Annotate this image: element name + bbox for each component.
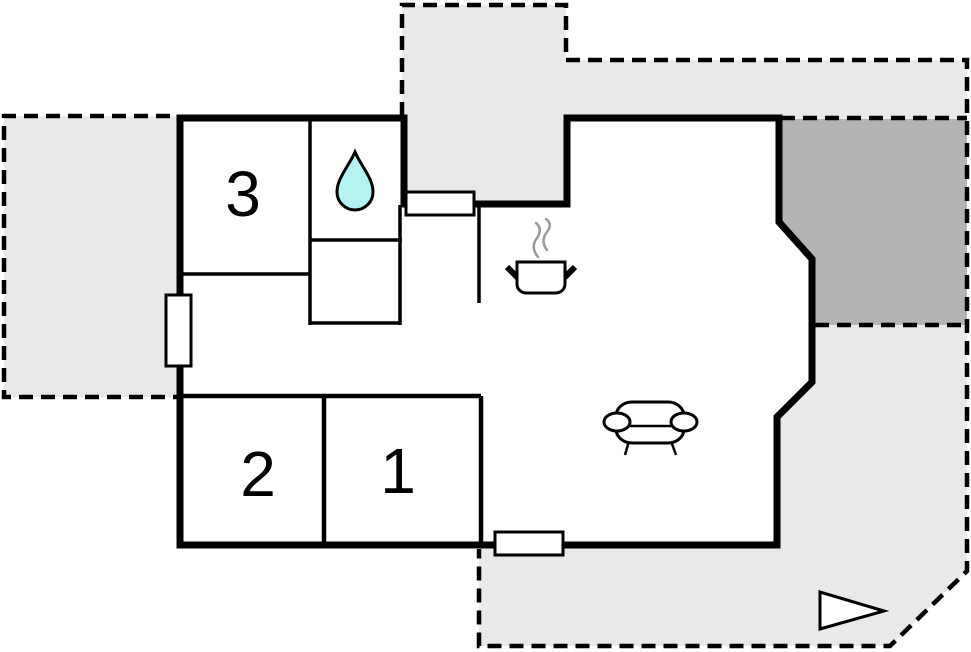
- bedroom-walls: [180, 393, 484, 546]
- steam-line: [532, 221, 541, 259]
- steam-line: [542, 217, 551, 252]
- water-drop-icon: [335, 148, 375, 212]
- entrance-door: [404, 190, 476, 217]
- left-terrace-border: [1, 113, 178, 400]
- direction-triangle-icon: [818, 589, 890, 631]
- pot-body: [515, 260, 567, 295]
- terrace-areas: [4, 5, 967, 646]
- room-1-label: 1: [380, 435, 416, 507]
- bathroom-walls: [180, 116, 481, 325]
- room-2-label: 2: [240, 438, 276, 510]
- interior-walls: [180, 116, 484, 546]
- top-right-terrace-border: [399, 2, 970, 649]
- room-3-label: 3: [225, 158, 261, 230]
- sofa-armrest-left: [602, 411, 632, 433]
- cooking-pot-icon: [504, 217, 578, 295]
- right-patio-dark: [779, 119, 967, 325]
- terrace-door: [493, 530, 565, 557]
- openings: [164, 190, 565, 557]
- left-window: [164, 293, 193, 368]
- left-terrace: [4, 116, 178, 397]
- entrance-terrace: [402, 5, 967, 205]
- bottom-terrace: [479, 325, 967, 646]
- room-labels: 3 2 1: [225, 158, 416, 510]
- sofa-armrest-right: [669, 411, 699, 433]
- sofa-icon: [602, 400, 699, 456]
